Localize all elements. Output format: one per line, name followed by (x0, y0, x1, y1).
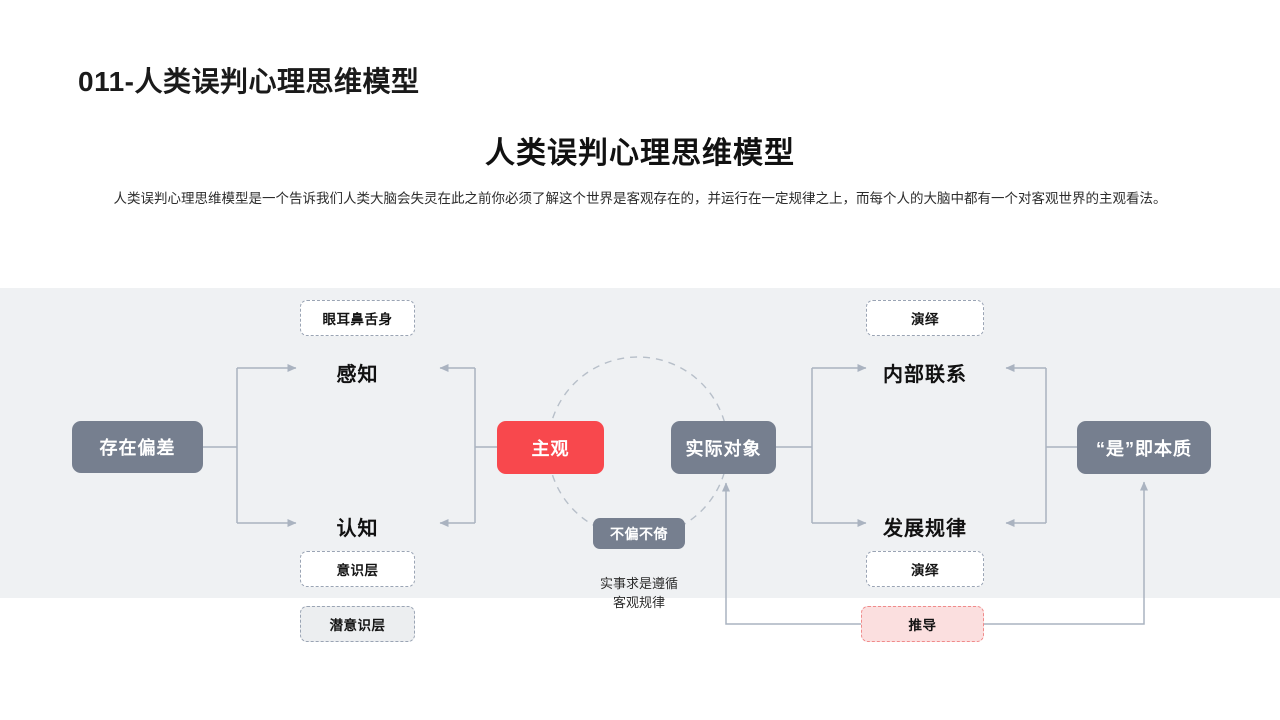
node-existence-bias[interactable]: 存在偏差 (72, 421, 203, 473)
tag-senses-label: 眼耳鼻舌身 (322, 312, 393, 327)
tag-deduction-top-label: 演绎 (911, 312, 939, 327)
label-perception: 感知 (300, 358, 415, 387)
page-description: 人类误判心理思维模型是一个告诉我们人类大脑会失灵在此之前你必须了解这个世界是客观… (113, 191, 1167, 206)
node-is-essence[interactable]: “是”即本质 (1077, 421, 1211, 474)
page-title: 人类误判心理思维模型 (485, 137, 795, 170)
node-actual-object-label: 实际对象 (685, 438, 762, 459)
label-development-law: 发展规律 (858, 512, 992, 541)
tag-senses[interactable]: 眼耳鼻舌身 (300, 300, 415, 336)
node-impartial[interactable]: 不偏不倚 (593, 518, 685, 549)
tag-deduction-bottom-label: 演绎 (911, 563, 939, 578)
node-actual-object[interactable]: 实际对象 (671, 421, 776, 474)
impartial-caption-text: 实事求是遵循 客观规律 (599, 576, 678, 610)
impartial-caption: 实事求是遵循 客观规律 (569, 555, 709, 612)
tag-deduction-top[interactable]: 演绎 (866, 300, 984, 336)
tag-derivation-label: 推导 (908, 618, 937, 633)
node-is-essence-label: “是”即本质 (1096, 438, 1192, 459)
node-subjective[interactable]: 主观 (497, 421, 604, 474)
node-existence-bias-label: 存在偏差 (99, 438, 176, 458)
tag-deduction-bottom[interactable]: 演绎 (866, 551, 984, 587)
tag-subconscious-layer[interactable]: 潜意识层 (300, 606, 415, 642)
node-impartial-label: 不偏不倚 (610, 525, 668, 542)
slide-title: 011-人类误判心理思维模型 (78, 66, 420, 97)
label-internal-relation: 内部联系 (858, 358, 992, 387)
tag-derivation[interactable]: 推导 (861, 606, 984, 642)
label-development-law-text: 发展规律 (883, 518, 967, 540)
tag-conscious-layer[interactable]: 意识层 (300, 551, 415, 587)
tag-conscious-layer-label: 意识层 (336, 563, 379, 578)
label-cognition: 认知 (300, 512, 415, 541)
label-cognition-text: 认知 (336, 518, 379, 540)
tag-subconscious-layer-label: 潜意识层 (329, 618, 386, 633)
label-perception-text: 感知 (336, 364, 379, 386)
label-internal-relation-text: 内部联系 (883, 364, 967, 386)
node-subjective-label: 主观 (531, 438, 570, 459)
